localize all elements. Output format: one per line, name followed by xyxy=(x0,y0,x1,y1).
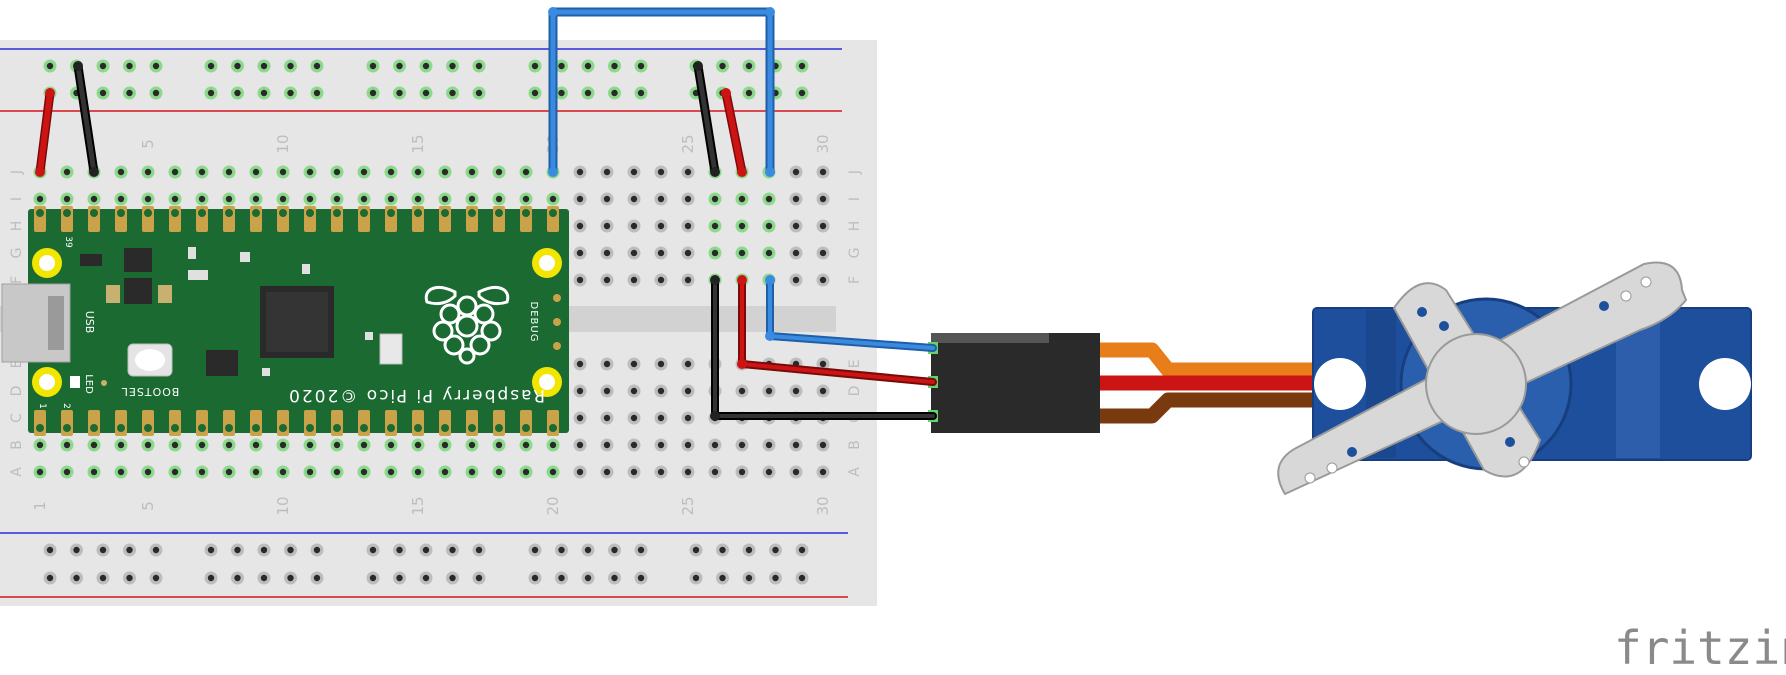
row-letter: E xyxy=(9,360,25,369)
row-letter: J xyxy=(847,170,863,175)
rail-holes xyxy=(43,59,809,585)
row-letter: J xyxy=(9,170,25,175)
row-letter: B xyxy=(847,440,863,450)
row-letter: D xyxy=(847,386,863,397)
row-letter: F xyxy=(9,276,25,284)
column-number-bottom: 30 xyxy=(814,496,832,515)
row-letter: I xyxy=(847,197,863,201)
row-letter: F xyxy=(847,276,863,284)
pico-pins xyxy=(34,206,559,436)
pin1-label: 1 xyxy=(37,403,47,409)
column-number-bottom: 20 xyxy=(544,496,562,515)
column-number-top: 5 xyxy=(139,139,157,149)
row-letter: H xyxy=(9,221,25,232)
row-letter: E xyxy=(847,360,863,369)
row-letter: C xyxy=(9,413,25,423)
column-number-top: 25 xyxy=(679,134,697,153)
column-number-bottom: 1 xyxy=(31,501,49,511)
row-letter: H xyxy=(847,221,863,232)
usb-label: USB xyxy=(83,311,96,334)
pico-title: Raspberry Pi Pico ©2020 xyxy=(287,385,545,405)
raspberry-pi-logo-icon xyxy=(424,286,510,365)
column-number-top: 15 xyxy=(409,134,427,153)
raspberry-pi-pico: Raspberry Pi Pico ©2020 USB LED BOOTSEL … xyxy=(1,206,569,436)
column-number-top: 10 xyxy=(274,134,292,153)
servo-motor-icon xyxy=(1277,261,1752,496)
row-letter: B xyxy=(9,440,25,450)
column-number-bottom: 25 xyxy=(679,496,697,515)
row-letter: D xyxy=(9,386,25,397)
led xyxy=(70,376,80,388)
row-letter: A xyxy=(9,467,25,477)
column-number-bottom: 10 xyxy=(274,496,292,515)
row-letter: G xyxy=(9,248,25,259)
fritzing-watermark: fritzing xyxy=(1614,621,1786,675)
bootsel-label: BOOTSEL xyxy=(121,385,179,398)
row-letter: I xyxy=(9,197,25,201)
wire-ends xyxy=(35,7,775,421)
row-letter: A xyxy=(847,467,863,477)
pin2-label: 2 xyxy=(61,403,71,409)
servo-connector xyxy=(928,333,1100,433)
column-number-top: 30 xyxy=(814,134,832,153)
column-number-bottom: 5 xyxy=(139,501,157,511)
row-letter: G xyxy=(847,248,863,259)
debug-label: DEBUG xyxy=(528,302,539,343)
column-number-bottom: 15 xyxy=(409,496,427,515)
led-label: LED xyxy=(83,374,94,394)
pin39-label: 39 xyxy=(63,236,73,248)
